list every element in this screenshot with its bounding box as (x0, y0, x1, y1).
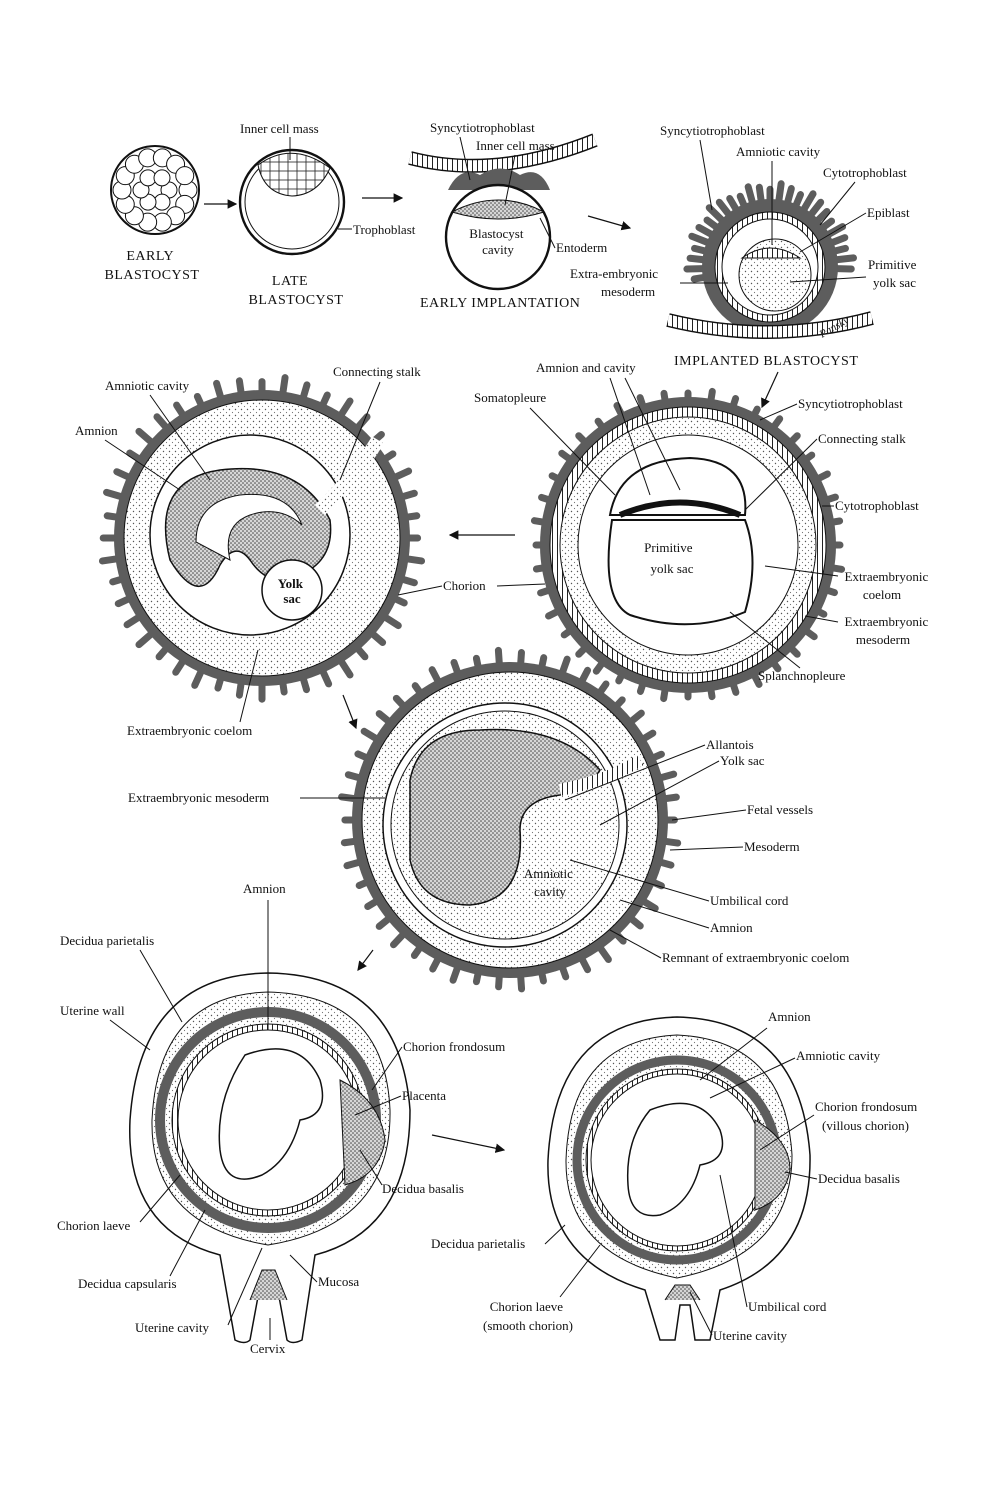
amnion-label-1: Amnion (75, 423, 118, 438)
decidua-capsularis-label: Decidua capsularis (78, 1276, 177, 1291)
inner-cell-mass-label-2: Inner cell mass (476, 138, 555, 153)
chorion-frondosum-label-1: Chorion frondosum (403, 1039, 505, 1054)
amnion-label-4: Amnion (768, 1009, 811, 1024)
extraembryonic-coelom-label-2: Extraembryonic coelom (845, 569, 932, 602)
umbilical-cord-stage-figure (338, 646, 682, 993)
syncytiotrophoblast-label-3: Syncytiotrophoblast (798, 396, 903, 411)
decidua-basalis-label-1: Decidua basalis (382, 1181, 464, 1196)
umbilical-cord-label-1: Umbilical cord (710, 893, 789, 908)
uterine-cavity-label-2: Uterine cavity (713, 1328, 787, 1343)
amniotic-cavity-label-3: Amniotic cavity (524, 866, 576, 899)
extraembryonic-coelom-label-1: Extraembryonic coelom (127, 723, 252, 738)
uterus-early-fetus-figure (129, 972, 411, 1344)
yolk-sac-label-2: Yolk sac (720, 753, 765, 768)
extraembryonic-mesoderm-label-3: Extraembryonic mesoderm (128, 790, 269, 805)
extra-embryonic-mesoderm-label-1: Extra-embryonic mesoderm (570, 266, 661, 299)
fetal-vessels-label: Fetal vessels (747, 802, 813, 817)
decidua-parietalis-label-1: Decidua parietalis (60, 933, 154, 948)
uterine-wall-label: Uterine wall (60, 1003, 125, 1018)
chorion-laeve-label-2: Chorion laeve (smooth chorion) (483, 1299, 573, 1333)
early-blastocyst-caption: EARLY BLASTOCYST (105, 249, 200, 283)
late-blastocyst-figure (238, 148, 346, 256)
implanted-blastocyst-caption: IMPLANTED BLASTOCYST (674, 354, 858, 369)
extraembryonic-mesoderm-label-2: Extraembryonic mesoderm (845, 614, 932, 647)
implanted-blastocyst-figure (666, 180, 874, 340)
decidua-basalis-label-2: Decidua basalis (818, 1171, 900, 1186)
uterus-late-fetus-figure (547, 1016, 811, 1341)
blastocyst-cavity-label: Blastocyst cavity (469, 226, 526, 257)
uterine-cavity-label-1: Uterine cavity (135, 1320, 209, 1335)
bilaminar-disc-figure (530, 387, 846, 703)
cell (175, 166, 195, 186)
amniotic-cavity-label-2: Amniotic cavity (105, 378, 190, 393)
decidua-parietalis-label-2: Decidua parietalis (431, 1236, 525, 1251)
chorion-laeve-label-1: Chorion laeve (57, 1218, 131, 1233)
cervix-label: Cervix (250, 1341, 286, 1356)
mucosa-label: Mucosa (318, 1274, 359, 1289)
yolk-sac-label-1: Yolk sac (278, 576, 307, 606)
embryo-folding-figure (98, 374, 426, 703)
amniotic-cavity-label-1: Amniotic cavity (736, 144, 821, 159)
mesoderm-label: Mesoderm (744, 839, 800, 854)
amnion-label-2: Amnion (710, 920, 753, 935)
connecting-stalk-label-2: Connecting stalk (333, 364, 421, 379)
early-implantation-caption: EARLY IMPLANTATION (420, 296, 580, 311)
syncytiotrophoblast-label-1: Syncytiotrophoblast (430, 120, 535, 135)
early-blastocyst-figure (110, 145, 200, 235)
inner-cell-mass-label-1: Inner cell mass (240, 121, 319, 136)
amniotic-cavity-label-4: Amniotic cavity (796, 1048, 881, 1063)
entoderm-label: Entoderm (556, 240, 607, 255)
remnant-coelom-label: Remnant of extraembryonic coelom (662, 950, 849, 965)
connecting-stalk-label-1: Connecting stalk (818, 431, 906, 446)
early-implantation-figure (408, 133, 598, 291)
splanchnopleure-label: Splanchnopleure (758, 668, 846, 683)
trophoblast-label: Trophoblast (353, 222, 416, 237)
late-blastocyst-caption: LATE BLASTOCYST (249, 274, 344, 308)
chorion-frondosum-label-2: Chorion frondosum (villous chorion) (815, 1099, 920, 1133)
chorion-label: Chorion (443, 578, 486, 593)
somatopleure-label: Somatopleure (474, 390, 546, 405)
amnion-and-cavity-label: Amnion and cavity (536, 360, 636, 375)
allantois-label: Allantois (706, 737, 754, 752)
cell (153, 169, 171, 187)
epiblast-label: Epiblast (867, 205, 910, 220)
cytotrophoblast-label-2: Cytotrophoblast (835, 498, 919, 513)
amnion-label-3: Amnion (243, 881, 286, 896)
cytotrophoblast-label-1: Cytotrophoblast (823, 165, 907, 180)
placenta-label: Placenta (402, 1088, 446, 1103)
primitive-yolk-sac-label-1: Primitive yolk sac (868, 257, 920, 290)
primitive-yolk-sac-label-2: Primitive yolk sac (644, 540, 696, 576)
umbilical-cord-label-2: Umbilical cord (748, 1299, 827, 1314)
syncytiotrophoblast-label-2: Syncytiotrophoblast (660, 123, 765, 138)
